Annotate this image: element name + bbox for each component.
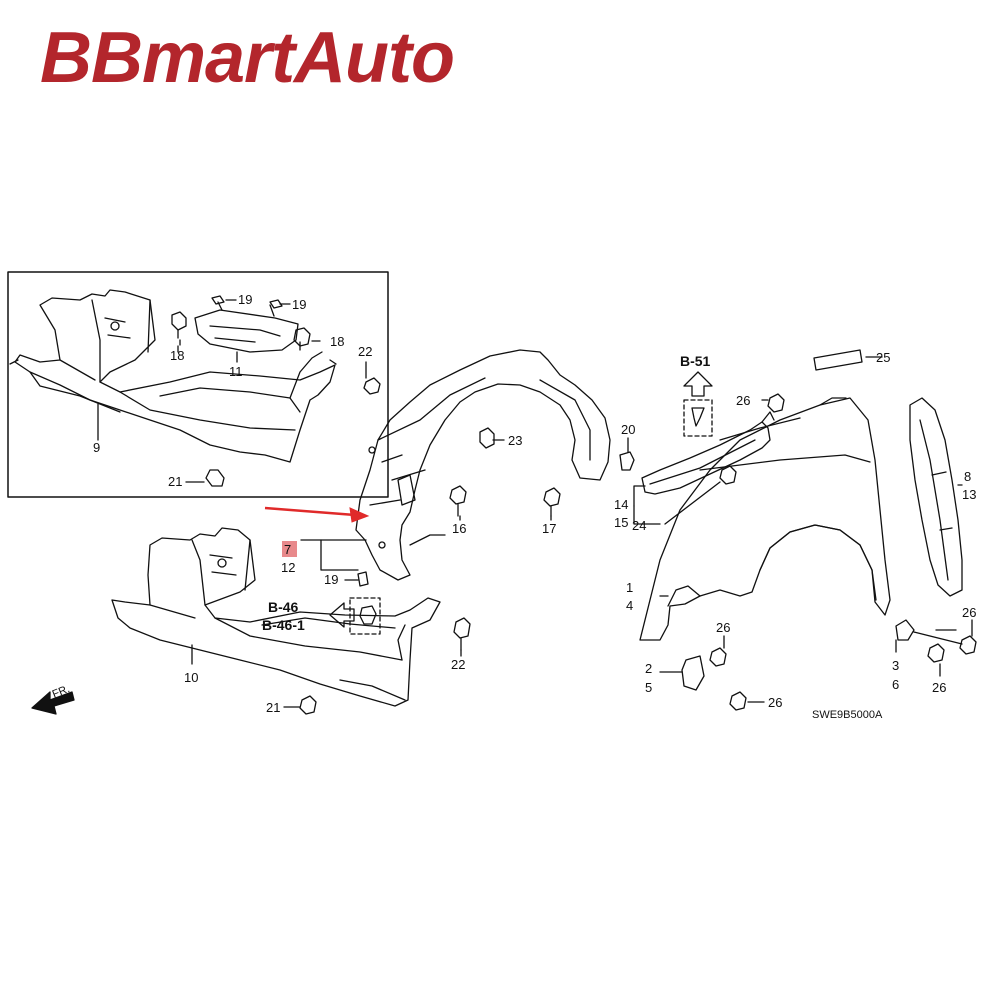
side-garnish-drawing <box>909 397 963 597</box>
callout-18: 18 <box>330 334 344 349</box>
fender-fasteners <box>681 393 977 711</box>
callout-19: 19 <box>292 297 306 312</box>
fender-panel-drawing <box>639 397 891 641</box>
b51-clip <box>691 407 705 427</box>
fender-bracket-drawing <box>641 411 775 495</box>
reference-boxes <box>349 399 713 635</box>
fender-leaders <box>633 356 973 703</box>
callout-8: 8 <box>964 469 971 484</box>
callout-19: 19 <box>238 292 252 307</box>
splash-shield-9-drawing <box>9 289 337 463</box>
callout-5: 5 <box>645 680 652 695</box>
callout-19: 19 <box>324 572 338 587</box>
front-direction-arrow <box>31 691 75 715</box>
callout-1: 1 <box>626 580 633 595</box>
callout-labels: 7 12 19 9 11 18 18 19 19 22 21 23 16 17 … <box>93 292 976 715</box>
callout-15: 15 <box>614 515 628 530</box>
callout-18: 18 <box>170 348 184 363</box>
liner-leaders <box>191 437 629 708</box>
diagram-code: SWE9B5000A <box>812 709 883 721</box>
callout-9: 9 <box>93 440 100 455</box>
callout-26: 26 <box>716 620 730 635</box>
callout-11: 11 <box>229 364 243 379</box>
callout-22: 22 <box>451 657 465 672</box>
reference-labels: B-51 B-46 B-46-1 <box>262 353 711 633</box>
highlight-arrow <box>264 506 370 523</box>
inset-frame <box>7 271 389 498</box>
callout-3: 3 <box>892 658 899 673</box>
callout-21: 21 <box>266 700 280 715</box>
callout-22: 22 <box>358 344 372 359</box>
main-fasteners <box>299 427 635 715</box>
callout-23: 23 <box>508 433 522 448</box>
callout-6: 6 <box>892 677 899 692</box>
callout-26: 26 <box>736 393 750 408</box>
b46-arrow <box>329 602 355 628</box>
callout-21: 21 <box>168 474 182 489</box>
callout-14: 14 <box>614 497 628 512</box>
callout-2: 2 <box>645 661 652 676</box>
ref-b51: B-51 <box>680 353 711 369</box>
callout-4: 4 <box>626 598 633 613</box>
inset-fasteners <box>171 295 381 487</box>
splash-shield-10-drawing <box>111 527 441 707</box>
callout-20: 20 <box>621 422 635 437</box>
seal-25-drawing <box>813 349 863 371</box>
callout-26: 26 <box>932 680 946 695</box>
callout-26: 26 <box>768 695 782 710</box>
callout-7: 7 <box>284 542 291 557</box>
callout-17: 17 <box>542 521 556 536</box>
callout-10: 10 <box>184 670 198 685</box>
callout-16: 16 <box>452 521 466 536</box>
fender-liner-drawing <box>355 349 611 581</box>
callout-12: 12 <box>281 560 295 575</box>
ref-b46-1: B-46-1 <box>262 617 305 633</box>
callout-13: 13 <box>962 487 976 502</box>
highlight-tag <box>282 541 297 557</box>
callout-26: 26 <box>962 605 976 620</box>
callout-24: 24 <box>632 518 646 533</box>
plate-11-drawing <box>194 301 299 353</box>
ref-b46: B-46 <box>268 599 299 615</box>
b51-arrow <box>683 371 713 397</box>
callout-25: 25 <box>876 350 890 365</box>
brand-logo: BBmartAuto <box>40 18 455 98</box>
inset-leaders <box>97 299 367 483</box>
